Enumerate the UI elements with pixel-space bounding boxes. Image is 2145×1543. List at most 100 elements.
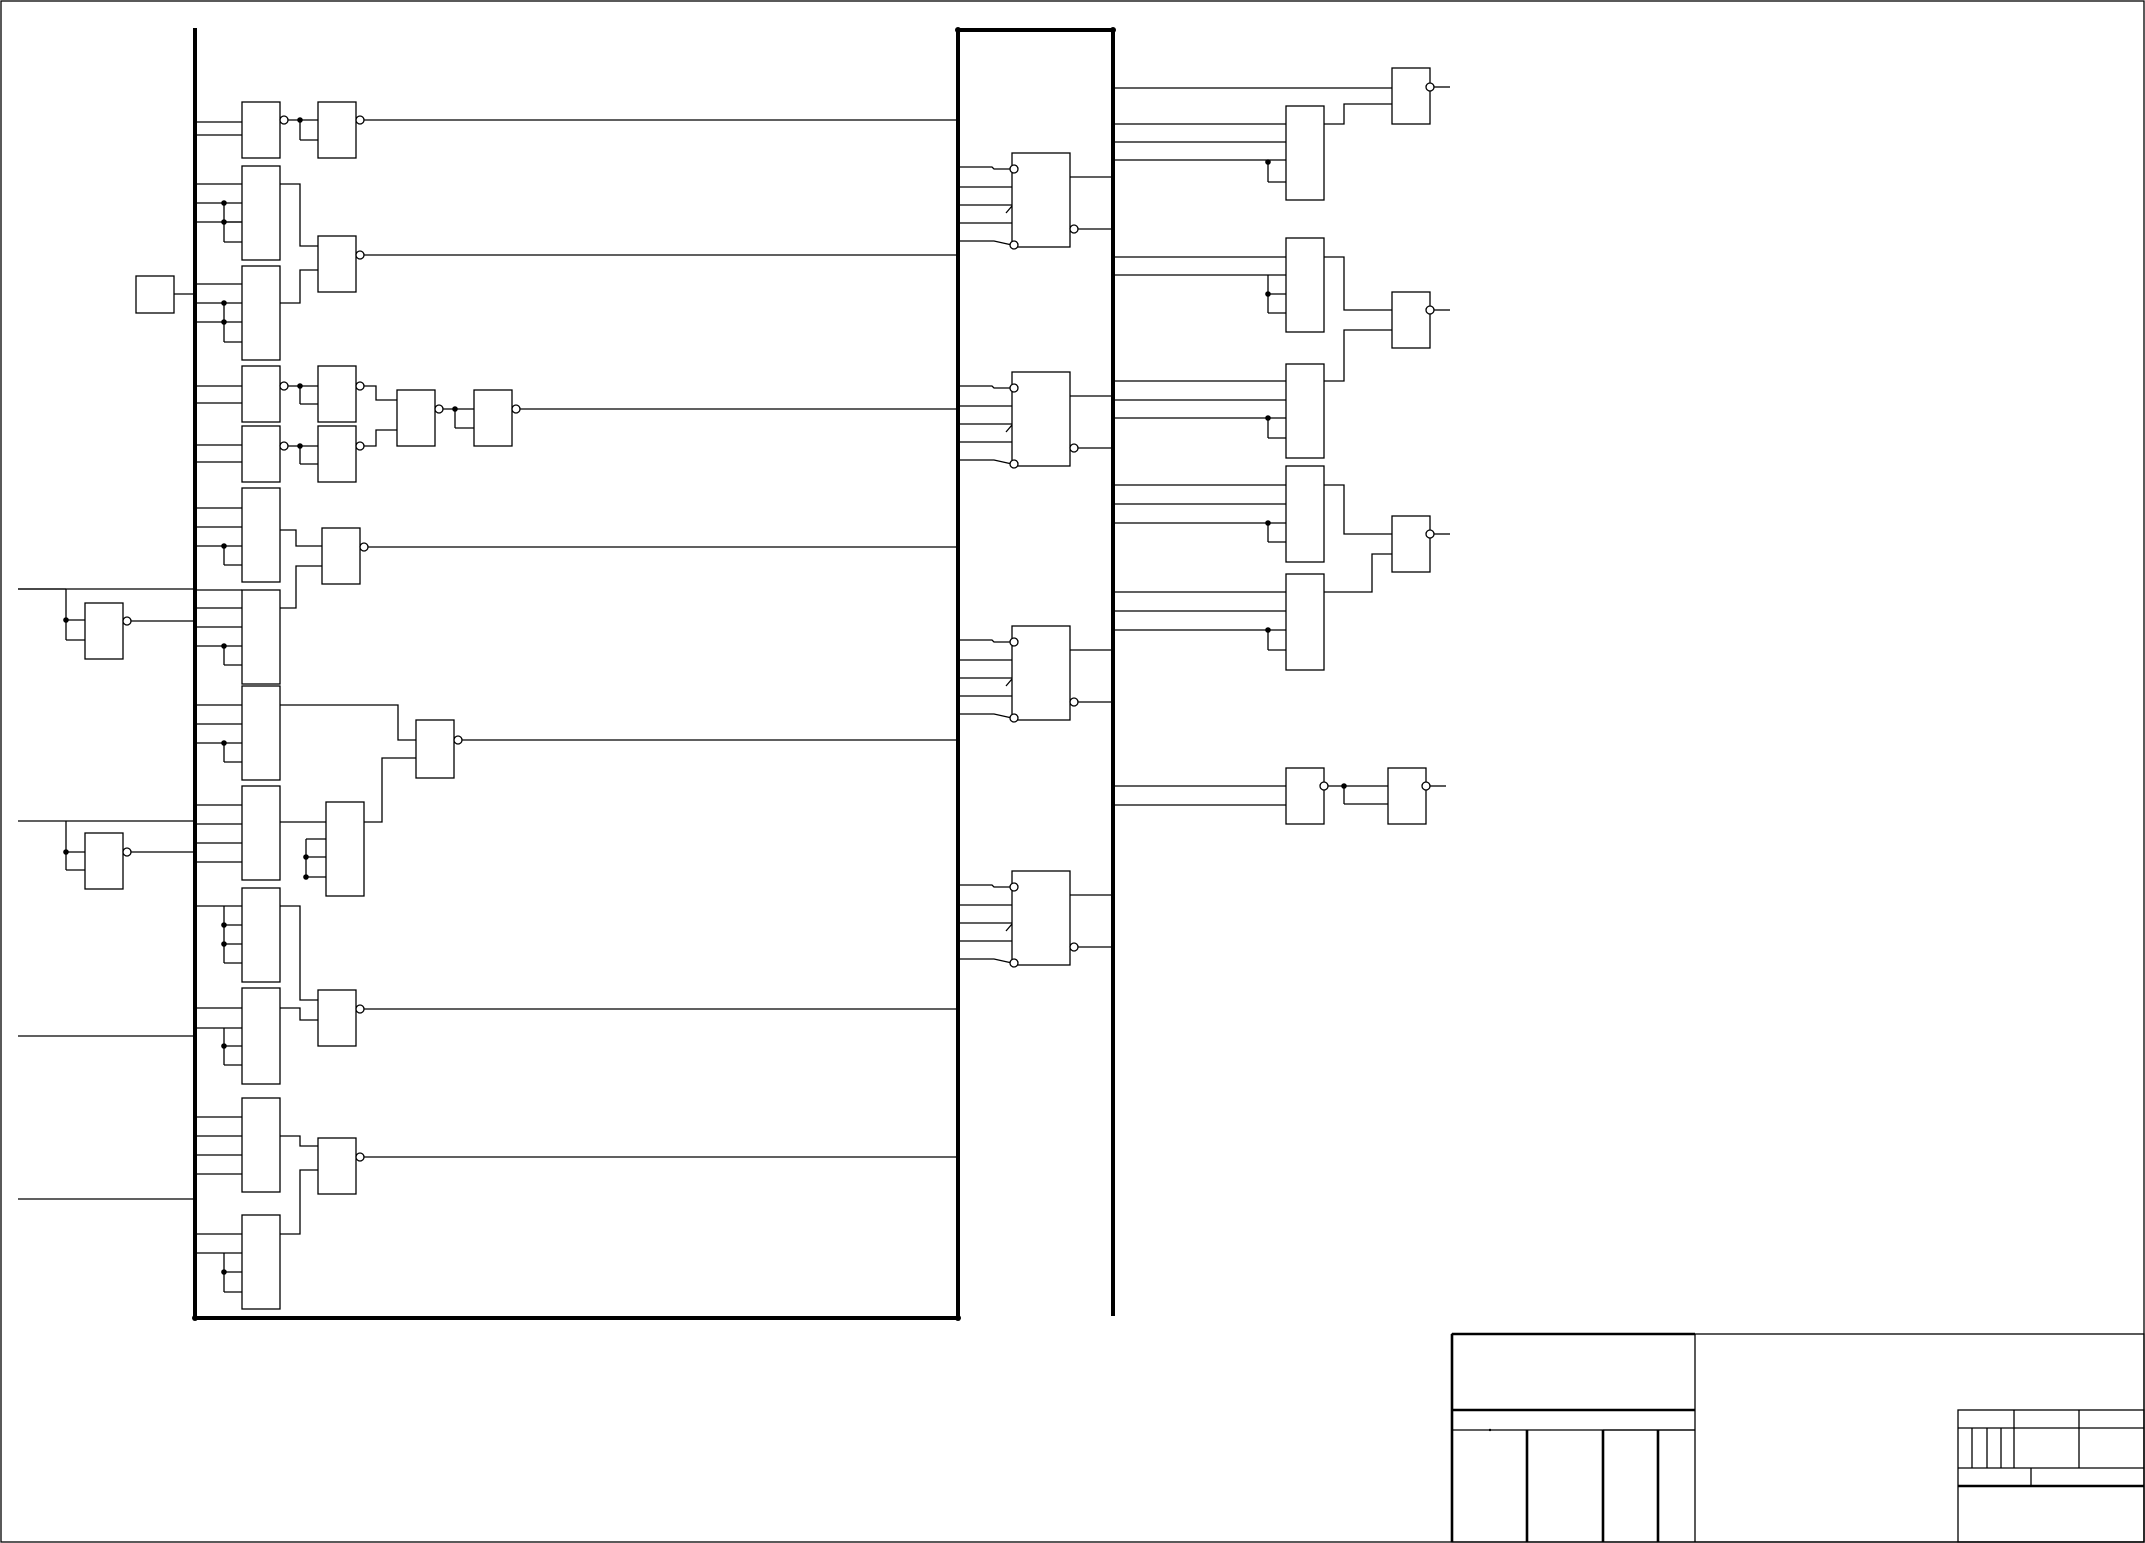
inversion-bubble-64 bbox=[511, 404, 521, 414]
wire-142 bbox=[280, 905, 318, 1001]
wire-193 bbox=[958, 639, 1012, 643]
logic-gate-220 bbox=[1391, 67, 1431, 125]
wire-167 bbox=[958, 166, 1012, 170]
wire-197 bbox=[958, 713, 1013, 719]
junction-dot-118 bbox=[303, 854, 309, 860]
inversion-bubble-201 bbox=[1009, 713, 1019, 723]
inversion-bubble-124 bbox=[453, 735, 463, 745]
inversion-bubble-272 bbox=[1319, 781, 1329, 791]
logic-gate-144 bbox=[317, 989, 357, 1047]
inversion-bubble-38 bbox=[279, 381, 289, 391]
junction-dot-98 bbox=[221, 740, 227, 746]
junction-dot-119 bbox=[303, 874, 309, 880]
junction-dot-228 bbox=[1265, 159, 1271, 165]
wire-171 bbox=[958, 240, 1013, 246]
inversion-bubble-175 bbox=[1009, 240, 1019, 250]
wire-160 bbox=[280, 1135, 318, 1147]
logic-gate-110 bbox=[84, 832, 124, 890]
inversion-bubble-163 bbox=[355, 1152, 365, 1162]
inversion-bubble-91 bbox=[122, 616, 132, 626]
logic-gate-90 bbox=[84, 602, 124, 660]
inversion-bubble-213 bbox=[1009, 882, 1019, 892]
logic-gate-32 bbox=[317, 235, 357, 293]
inversion-bubble-145 bbox=[355, 1004, 365, 1014]
wire-260 bbox=[1324, 484, 1392, 535]
junction-dot-17 bbox=[221, 219, 227, 225]
wire-184 bbox=[958, 459, 1013, 465]
inversion-bubble-204 bbox=[1069, 697, 1079, 707]
wire-30 bbox=[280, 183, 318, 247]
inversion-bubble-33 bbox=[355, 250, 365, 260]
logic-gate-27 bbox=[241, 265, 281, 361]
logic-gate-248 bbox=[1285, 363, 1325, 459]
junction-dot-266 bbox=[1265, 627, 1271, 633]
logic-gate-277 bbox=[1387, 767, 1427, 825]
logic-gate-53 bbox=[317, 425, 357, 483]
junction-dot-158 bbox=[221, 1269, 227, 1275]
logic-gate-57 bbox=[396, 389, 436, 447]
logic-gate-198 bbox=[1011, 625, 1071, 721]
junction-dot-71 bbox=[221, 543, 227, 549]
logic-gate-162 bbox=[317, 1137, 357, 1195]
inversion-bubble-44 bbox=[355, 381, 365, 391]
logic-gate-72 bbox=[241, 487, 281, 583]
inversion-bubble-48 bbox=[279, 441, 289, 451]
logic-gate-43 bbox=[317, 365, 357, 423]
junction-dot-60 bbox=[452, 406, 458, 412]
junction-dot-274 bbox=[1341, 783, 1347, 789]
inversion-bubble-278 bbox=[1421, 781, 1431, 791]
logic-gate-28 bbox=[135, 275, 175, 314]
junction-dot-108 bbox=[63, 849, 69, 855]
logic-gate-211 bbox=[1011, 870, 1071, 966]
inversion-bubble-200 bbox=[1009, 637, 1019, 647]
logic-gate-19 bbox=[241, 165, 281, 261]
wire-210 bbox=[958, 958, 1013, 964]
wires bbox=[18, 86, 1450, 1293]
inversion-bubble-9 bbox=[355, 115, 365, 125]
wire-249 bbox=[1324, 329, 1392, 382]
title-block bbox=[1450, 1332, 2145, 1543]
wire-121 bbox=[280, 704, 416, 741]
wire-56 bbox=[364, 429, 397, 447]
junction-dot-131 bbox=[221, 922, 227, 928]
inversion-bubble-217 bbox=[1069, 942, 1079, 952]
wire-80 bbox=[280, 529, 322, 547]
wire-206 bbox=[958, 884, 1012, 888]
inversion-bubble-174 bbox=[1009, 164, 1019, 174]
wire-143 bbox=[280, 1007, 318, 1021]
logic-gate-47 bbox=[241, 425, 281, 483]
wire-122 bbox=[364, 757, 416, 823]
inversion-bubble-83 bbox=[359, 542, 369, 552]
wire-55 bbox=[364, 385, 397, 401]
inversion-bubble-188 bbox=[1009, 459, 1019, 469]
logic-gate-104 bbox=[241, 785, 281, 881]
inversion-bubble-54 bbox=[355, 441, 365, 451]
logic-gate-63 bbox=[473, 389, 513, 447]
inversion-bubble-58 bbox=[434, 404, 444, 414]
logic-gate-152 bbox=[241, 1097, 281, 1193]
inversion-bubble-214 bbox=[1009, 958, 1019, 968]
logic-gate-238 bbox=[1391, 291, 1431, 349]
logic-gate-123 bbox=[415, 719, 455, 779]
junction-dot-140 bbox=[221, 1043, 227, 1049]
logic-gate-237 bbox=[1285, 237, 1325, 333]
logic-gate-2 bbox=[241, 101, 281, 159]
left-bus bbox=[192, 28, 961, 1321]
logic-gate-256 bbox=[1285, 465, 1325, 563]
wire-241 bbox=[1324, 256, 1392, 311]
inversion-bubble-221 bbox=[1425, 82, 1435, 92]
logic-gate-267 bbox=[1285, 573, 1325, 671]
wire-180 bbox=[958, 385, 1012, 389]
wire-161 bbox=[280, 1169, 318, 1235]
logic-gate-172 bbox=[1011, 152, 1071, 248]
inversion-bubble-239 bbox=[1425, 305, 1435, 315]
logic-gate-141 bbox=[241, 987, 281, 1085]
inversion-bubble-191 bbox=[1069, 443, 1079, 453]
logic-gate-159 bbox=[241, 1214, 281, 1310]
junction-dot-255 bbox=[1265, 520, 1271, 526]
junction-dot-236 bbox=[1265, 291, 1271, 297]
logic-gate-229 bbox=[1285, 105, 1325, 201]
inversion-bubble-111 bbox=[122, 847, 132, 857]
